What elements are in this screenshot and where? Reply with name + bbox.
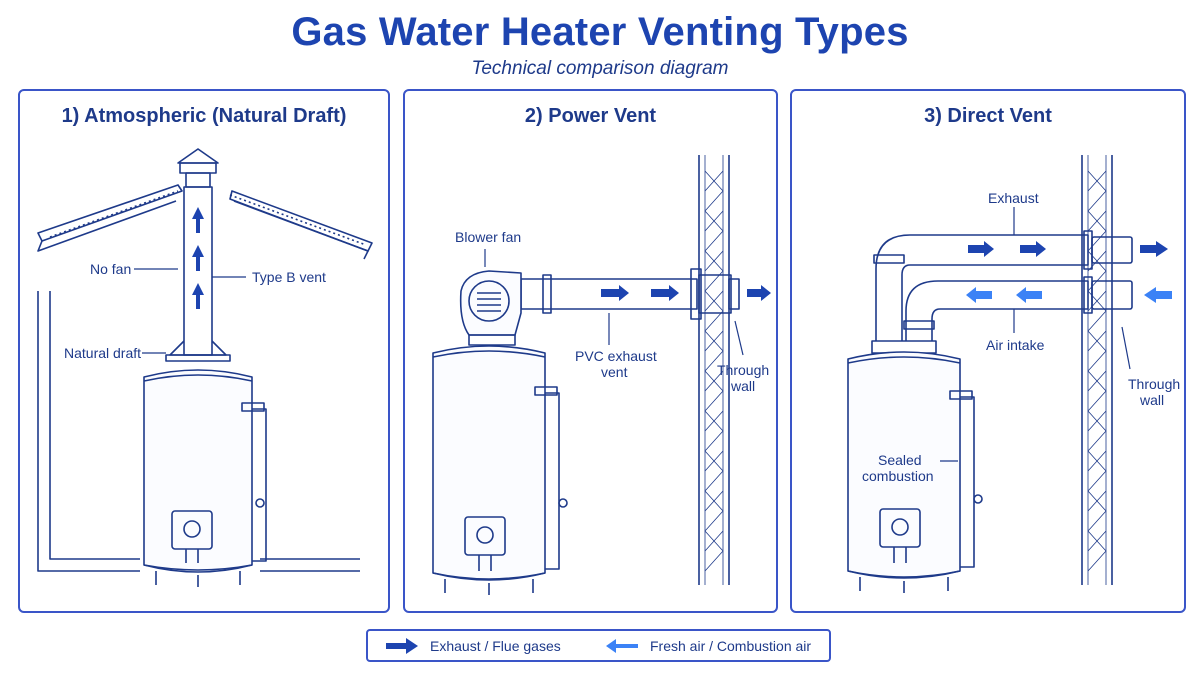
- label-natural-draft: Natural draft: [64, 345, 141, 361]
- label-through: Through: [717, 362, 769, 378]
- exhaust-arrows: [968, 241, 1168, 257]
- label-wall: wall: [730, 378, 755, 394]
- label-pvc-vent: vent: [601, 364, 628, 380]
- pvc-exhaust-pipe: [520, 268, 740, 320]
- panel-title: 1) Atmospheric (Natural Draft): [61, 105, 347, 127]
- intake-pipe: [903, 276, 1133, 341]
- atmospheric-illustration: No fan Type B vent Natural draft: [37, 148, 373, 587]
- water-heater-tank: [143, 369, 267, 587]
- water-heater-tank: [847, 340, 983, 593]
- water-heater-tank: [432, 345, 568, 595]
- intake-arrows: [966, 287, 1172, 303]
- label-type-b-vent: Type B vent: [252, 269, 326, 285]
- blower-fan: [459, 270, 522, 346]
- legend: Exhaust / Flue gases Fresh air / Combust…: [366, 629, 831, 662]
- diagram-title: Gas Water Heater Venting Types: [291, 10, 909, 54]
- exhaust-arrow-icon: [386, 638, 418, 654]
- flue-pipe: [165, 148, 231, 362]
- roof: [37, 184, 373, 260]
- label-exhaust: Exhaust: [988, 190, 1039, 206]
- panel-title: 3) Direct Vent: [924, 105, 1052, 127]
- exterior-wall: [1081, 155, 1113, 585]
- label-air-intake: Air intake: [986, 337, 1045, 353]
- exhaust-pipe: [873, 230, 1133, 341]
- panel-atmospheric: 1) Atmospheric (Natural Draft): [18, 89, 390, 613]
- label-no-fan: No fan: [90, 261, 131, 277]
- label-pvc-exhaust: PVC exhaust: [575, 348, 657, 364]
- fresh-air-arrow-icon: [606, 639, 638, 653]
- direct-vent-illustration: Exhaust Air intake Through wall Sealed c…: [847, 155, 1180, 593]
- panel-power-vent: 2) Power Vent: [403, 89, 778, 613]
- draft-arrows: [192, 207, 204, 309]
- label-sealed: Sealed: [878, 452, 922, 468]
- label-through: Through: [1128, 376, 1180, 392]
- label-blower-fan: Blower fan: [455, 229, 521, 245]
- power-vent-illustration: Blower fan PVC exhaust vent Through wall: [432, 155, 771, 595]
- legend-fresh-air-label: Fresh air / Combustion air: [650, 638, 812, 654]
- panel-title: 2) Power Vent: [524, 105, 657, 127]
- exhaust-arrows: [601, 285, 771, 301]
- label-combustion: combustion: [862, 468, 934, 484]
- panel-direct-vent: 3) Direct Vent: [790, 89, 1186, 613]
- exterior-wall: [698, 155, 730, 585]
- diagram-subtitle: Technical comparison diagram: [471, 58, 729, 79]
- label-wall: wall: [1139, 392, 1164, 408]
- legend-exhaust-label: Exhaust / Flue gases: [430, 638, 561, 654]
